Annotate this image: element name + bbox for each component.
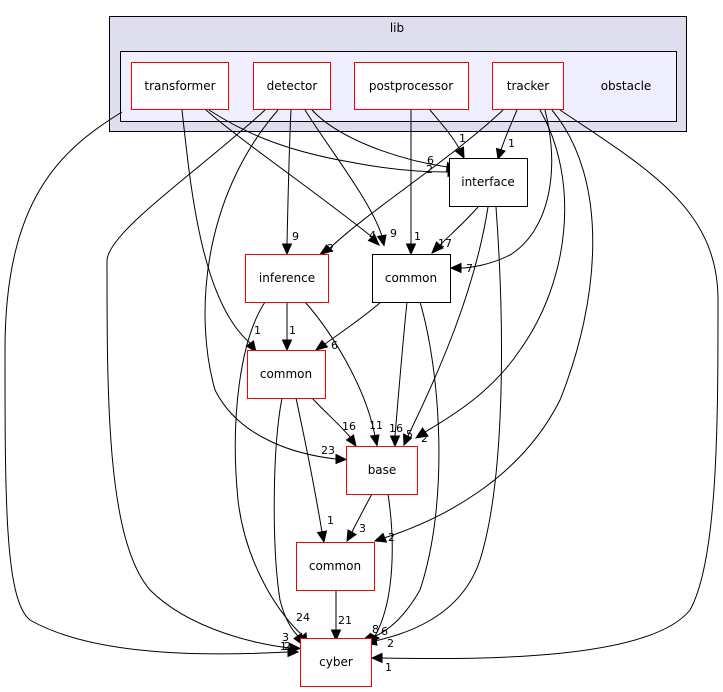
node-transformer[interactable]: transformer — [131, 62, 229, 110]
node-interface[interactable]: interface — [449, 158, 528, 207]
edge-label: 9 — [292, 230, 299, 243]
node-tracker[interactable]: tracker — [492, 62, 564, 110]
edge-label: 1 — [327, 514, 334, 527]
edge-inference-common-perception[interactable]: 1 — [281, 302, 297, 352]
edge-tracker-base[interactable]: 2 — [414, 109, 566, 445]
edge-common-lib-common-perception[interactable]: 6 — [314, 301, 382, 352]
node-label: cyber — [319, 655, 353, 669]
edge-label: 2 — [388, 531, 395, 544]
edge-label: 1 — [459, 132, 466, 145]
node-common-lib[interactable]: common — [372, 254, 451, 303]
edge-label: 2 — [421, 432, 428, 445]
edge-label: 2 — [387, 637, 394, 650]
edge-label: 16 — [389, 422, 403, 435]
node-label: common — [309, 559, 361, 573]
node-label: tracker — [507, 79, 549, 93]
edge-label: 21 — [338, 614, 352, 627]
edge-label: 2 — [284, 640, 291, 653]
node-common-perception[interactable]: common — [247, 350, 326, 399]
edge-transformer-common-lib[interactable]: 4 — [205, 109, 380, 246]
node-label: common — [260, 367, 312, 381]
edge-detector-cyber[interactable]: 3 — [106, 109, 302, 654]
edge-common-perception-base[interactable]: 16 — [311, 397, 357, 448]
edge-label: 3 — [282, 631, 289, 644]
edge-label: 6 — [427, 154, 434, 167]
edge-tracker-common-cyber[interactable]: 2 — [373, 109, 594, 544]
node-label: inference — [259, 271, 315, 285]
node-label: base — [368, 463, 397, 477]
edge-label: 17 — [438, 237, 452, 250]
node-label: postprocessor — [369, 79, 453, 93]
edge-label: 1 — [280, 640, 287, 653]
node-postprocessor[interactable]: postprocessor — [354, 62, 469, 110]
edge-label: 5 — [406, 428, 413, 441]
node-inference[interactable]: inference — [245, 254, 329, 303]
edge-interface-base[interactable]: 5 — [402, 206, 489, 447]
edge-common-perception-common-cyber[interactable]: 1 — [295, 397, 334, 544]
edge-base-common-cyber[interactable]: 3 — [346, 493, 373, 543]
cluster-obstacle-label: obstacle — [601, 79, 652, 93]
edge-detector-base[interactable]: 23 — [204, 109, 348, 465]
edge-label: 24 — [296, 611, 310, 624]
node-base[interactable]: base — [346, 446, 418, 495]
edge-label: 11 — [369, 419, 383, 432]
edge-tracker-cyber[interactable]: 1 — [370, 109, 719, 674]
edge-label: 23 — [321, 444, 335, 457]
node-label: transformer — [144, 79, 215, 93]
edge-label: 9 — [390, 227, 397, 240]
edge-common-lib-base[interactable]: 16 — [389, 301, 408, 448]
edge-label: 1 — [385, 661, 392, 674]
edge-label: 16 — [342, 420, 356, 433]
edge-base-cyber[interactable]: 8 — [367, 493, 393, 647]
edge-postprocessor-interface[interactable]: 1 — [429, 109, 466, 160]
node-cyber[interactable]: cyber — [300, 638, 372, 687]
cluster-lib-label: lib — [390, 21, 404, 35]
edge-label: 1 — [414, 230, 421, 243]
edge-label: 3 — [359, 522, 366, 535]
edge-label: 1 — [254, 324, 261, 337]
edge-label: 8 — [372, 623, 379, 636]
edge-label: 7 — [466, 262, 473, 275]
edge-inference-base[interactable]: 11 — [304, 301, 383, 447]
edge-detector-inference[interactable]: 9 — [281, 109, 300, 256]
edge-label: 2 — [327, 242, 334, 255]
edge-transformer-common-perception[interactable]: 1 — [181, 109, 261, 354]
node-label: interface — [461, 175, 515, 189]
edge-tracker-inference[interactable]: 2 — [318, 109, 504, 256]
edge-label: 6 — [331, 339, 338, 352]
node-common-cyber[interactable]: common — [296, 542, 375, 591]
edge-detector-common-lib[interactable]: 9 — [304, 109, 397, 247]
node-detector[interactable]: detector — [253, 62, 331, 110]
edge-label: 6 — [381, 625, 388, 638]
edge-postprocessor-common-lib[interactable]: 1 — [405, 110, 422, 256]
node-label: common — [385, 271, 437, 285]
edge-label: 1 — [508, 137, 515, 150]
edge-label: 1 — [289, 324, 296, 337]
edge-tracker-interface[interactable]: 1 — [495, 109, 518, 161]
node-label: detector — [267, 79, 318, 93]
edge-interface-common-lib[interactable]: 17 — [431, 206, 479, 254]
edge-label: 4 — [369, 229, 376, 242]
edge-common-cyber-cyber[interactable]: 21 — [330, 590, 353, 642]
edge-tracker-common-lib[interactable]: 7 — [449, 109, 553, 275]
